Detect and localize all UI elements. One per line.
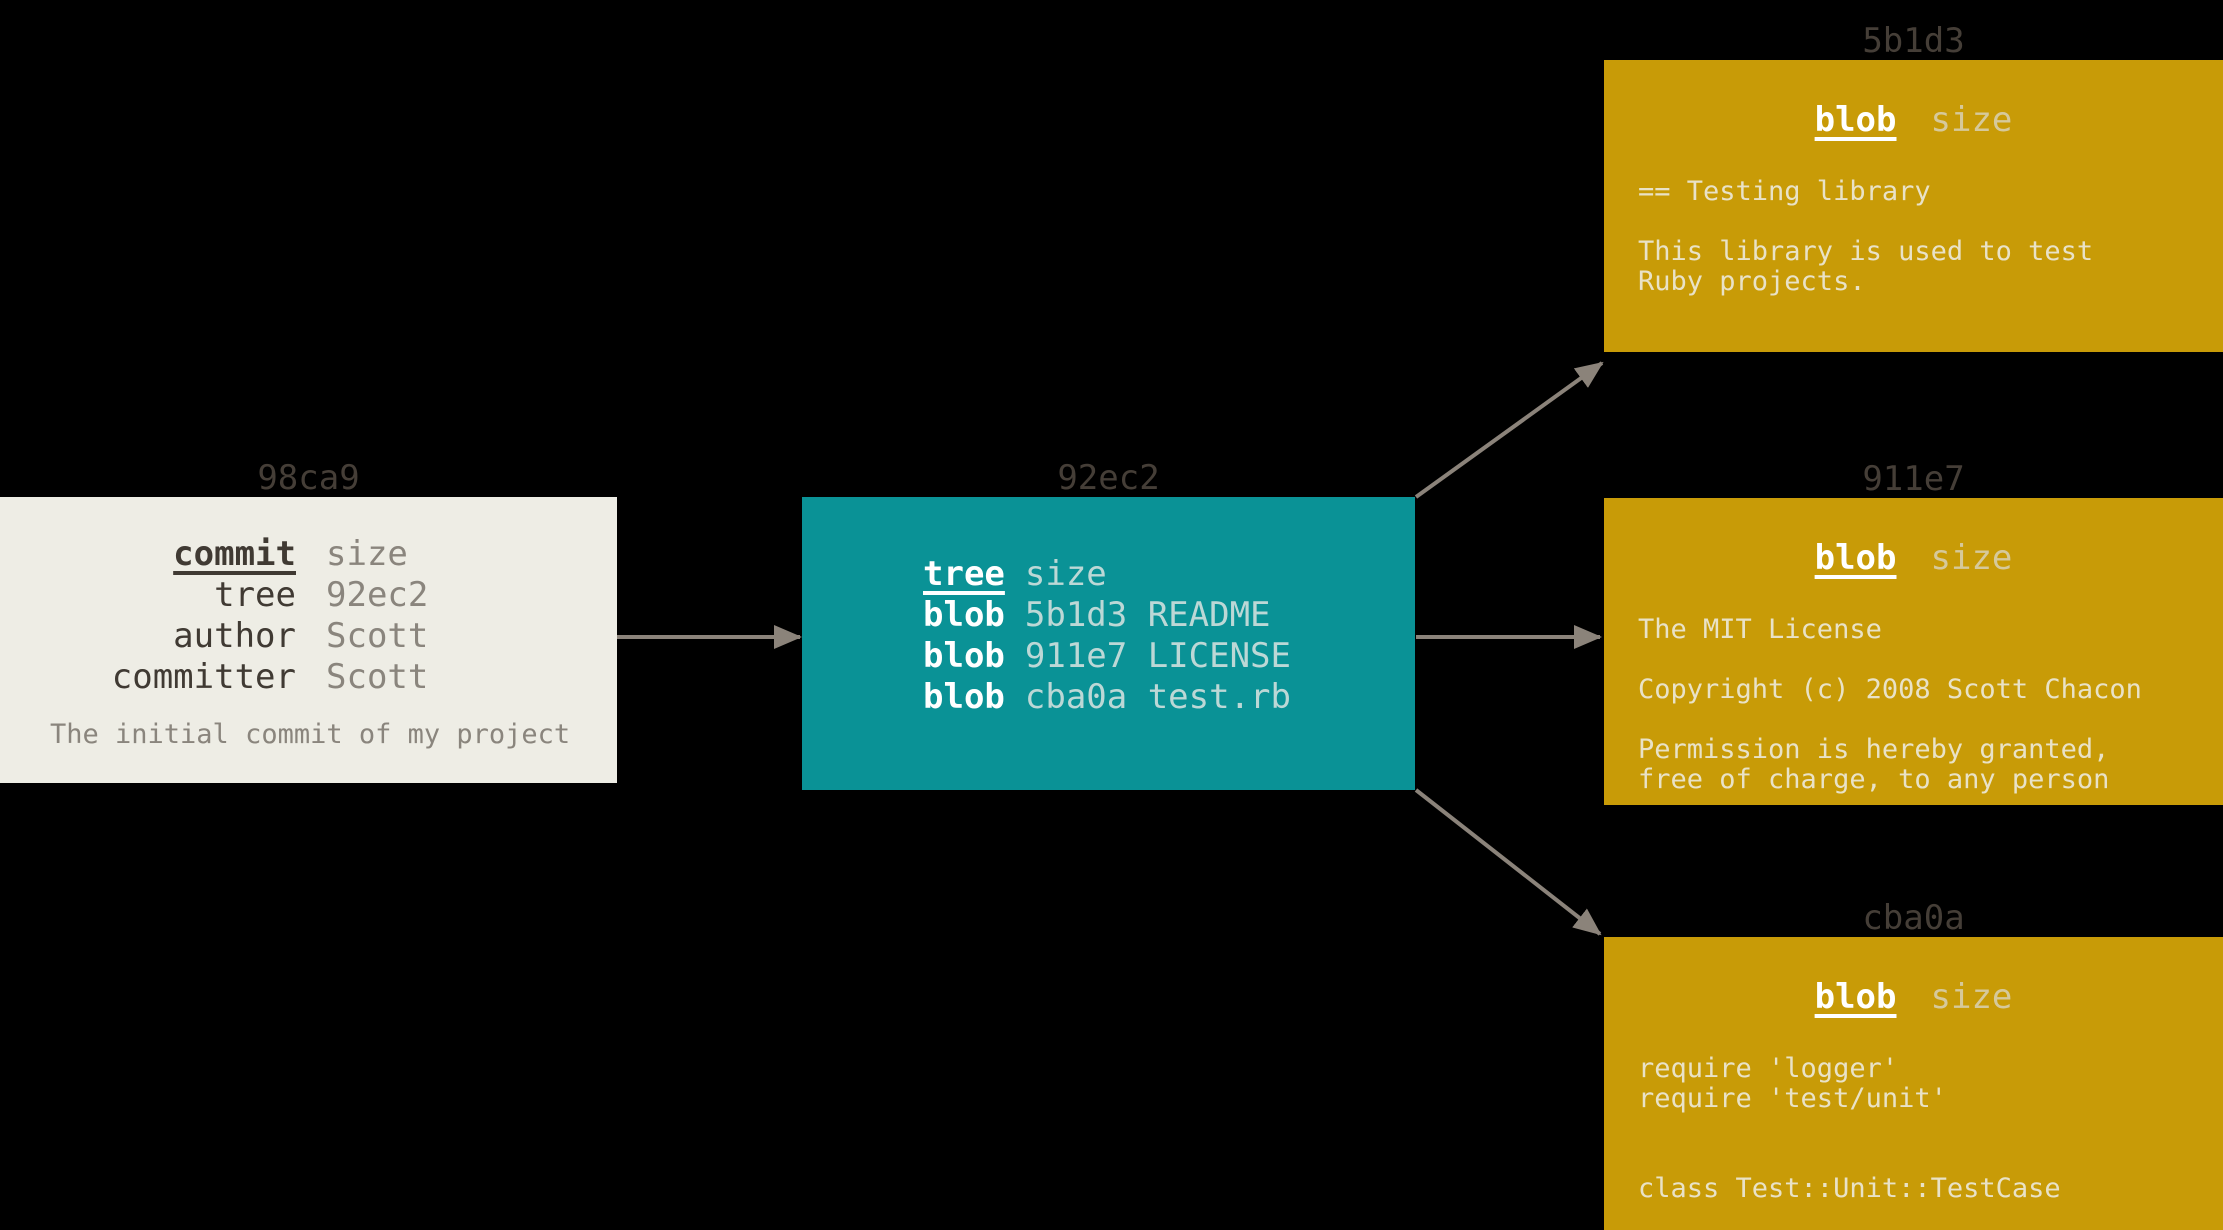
commit-row: tree 92ec2: [0, 575, 617, 616]
arrow-tree-to-blob-cba0a: [1414, 788, 1602, 936]
tree-rows: tree size blob 5b1d3 README blob 911e7 L…: [802, 497, 1415, 718]
commit-object-box: commit size tree 92ec2 author Scott comm…: [0, 497, 617, 783]
blob-object-box-5b1d3: blob size == Testing library This library…: [1604, 60, 2223, 352]
tree-row: tree size: [923, 554, 1415, 595]
blob-type-label: blob: [1814, 100, 1897, 140]
blob-header: blob size: [1604, 977, 2223, 1017]
blob-hash-label-5b1d3: 5b1d3: [1862, 21, 1965, 61]
blob-hash-label-cba0a: cba0a: [1862, 898, 1965, 938]
blob-size-label: size: [1930, 977, 2013, 1017]
tree-row-type: blob: [923, 595, 1005, 635]
tree-row-type: blob: [923, 677, 1005, 717]
commit-row: committer Scott: [0, 657, 617, 698]
tree-row-value: size: [1024, 554, 1107, 594]
commit-row-label: commit: [173, 534, 296, 574]
blob-header: blob size: [1604, 100, 2223, 140]
tree-row: blob 5b1d3 README: [923, 595, 1415, 636]
blob-object-box-cba0a: blob size require 'logger' require 'test/…: [1604, 937, 2223, 1230]
tree-row: blob 911e7 LICENSE: [923, 636, 1415, 677]
commit-row: commit size: [0, 534, 617, 575]
commit-row-value: 92ec2: [326, 575, 429, 615]
blob-size-label: size: [1930, 538, 2013, 578]
commit-hash-label: 98ca9: [257, 458, 360, 498]
blob-size-label: size: [1930, 100, 2013, 140]
tree-row-type: blob: [923, 636, 1005, 676]
blob-content: The MIT License Copyright (c) 2008 Scott…: [1638, 614, 2142, 795]
tree-object-box: tree size blob 5b1d3 README blob 911e7 L…: [802, 497, 1415, 790]
blob-content: == Testing library This library is used …: [1638, 176, 2094, 297]
blob-hash-label-911e7: 911e7: [1862, 459, 1965, 499]
blob-header: blob size: [1604, 538, 2223, 578]
commit-row-label: committer: [111, 657, 296, 697]
commit-row-label: tree: [214, 575, 296, 615]
tree-row-value: 911e7 LICENSE: [1024, 636, 1291, 676]
commit-rows: commit size tree 92ec2 author Scott comm…: [0, 497, 617, 698]
tree-hash-label: 92ec2: [1057, 458, 1160, 498]
commit-row-label: author: [173, 616, 296, 656]
commit-row-value: size: [326, 534, 408, 574]
blob-type-label: blob: [1814, 977, 1897, 1017]
tree-row-value: 5b1d3 README: [1024, 595, 1271, 635]
blob-object-box-911e7: blob size The MIT License Copyright (c) 2…: [1604, 498, 2223, 805]
commit-row-value: Scott: [326, 657, 429, 697]
commit-row: author Scott: [0, 616, 617, 657]
commit-row-value: Scott: [326, 616, 429, 656]
commit-message: The initial commit of my project: [50, 719, 571, 750]
arrow-tree-to-blob-5b1d3: [1414, 361, 1604, 499]
blob-type-label: blob: [1814, 538, 1897, 578]
tree-row-value: cba0a test.rb: [1024, 677, 1291, 717]
blob-content: require 'logger' require 'test/unit' cla…: [1638, 1053, 2061, 1204]
tree-row-type: tree: [923, 554, 1005, 594]
tree-row: blob cba0a test.rb: [923, 677, 1415, 718]
